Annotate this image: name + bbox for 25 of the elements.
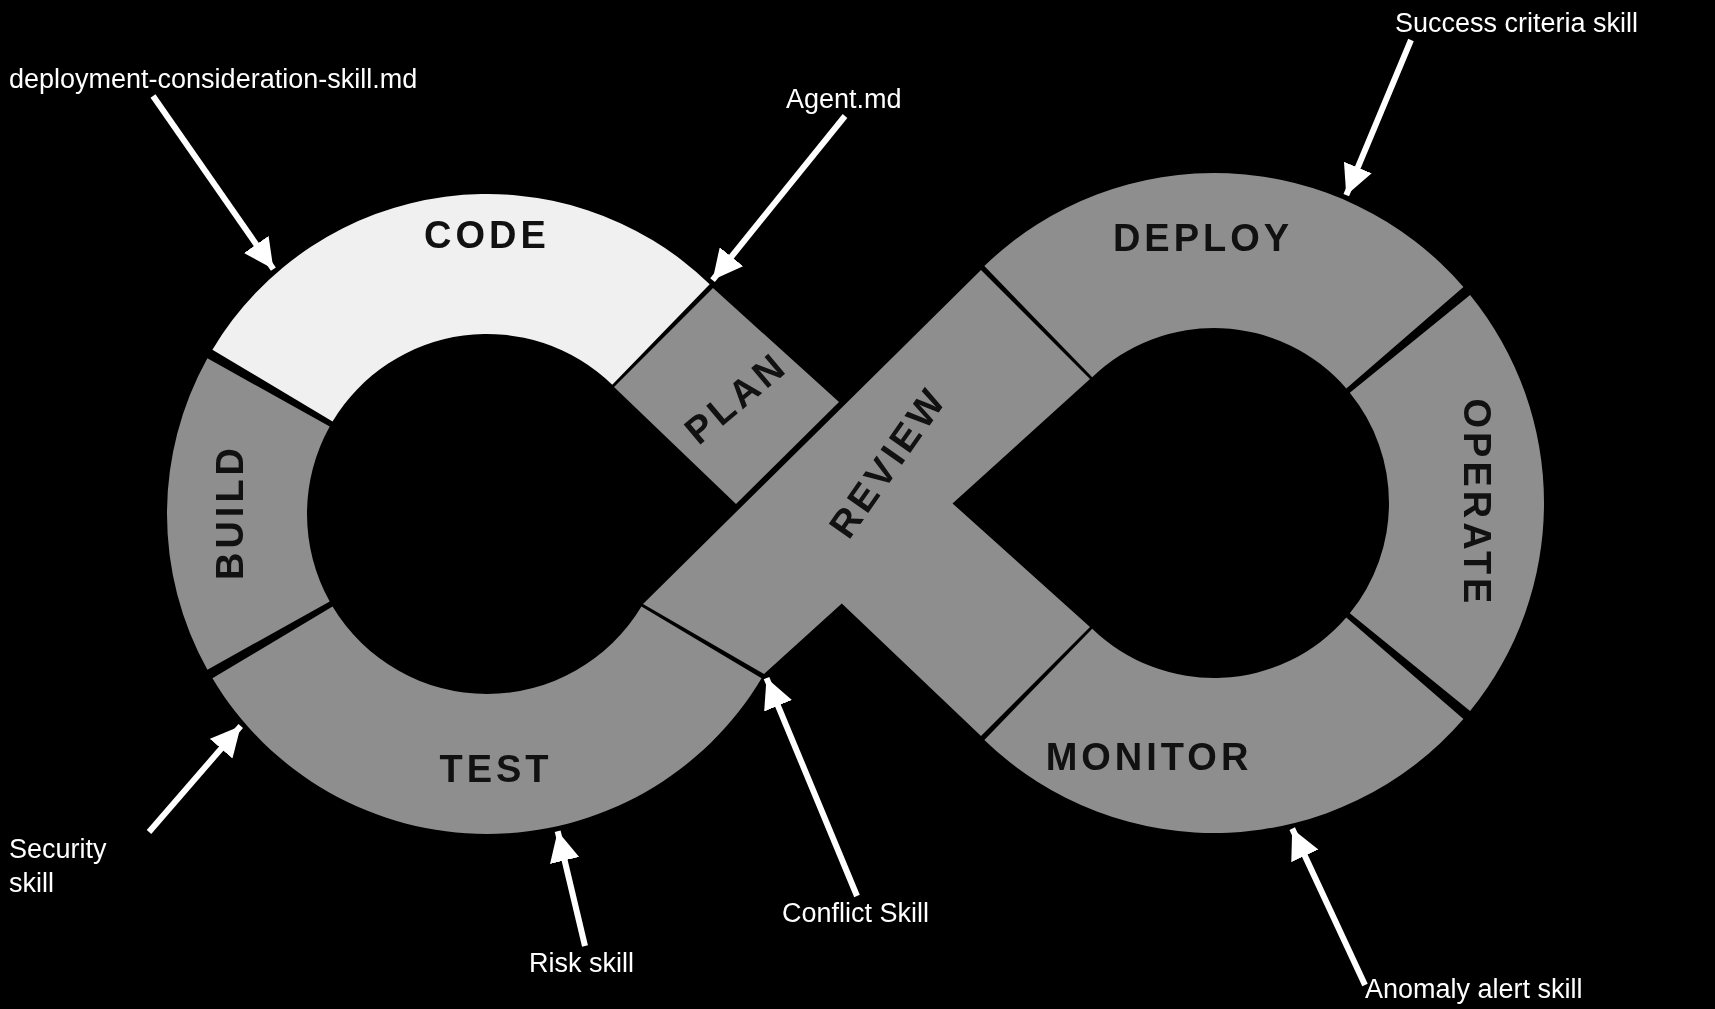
skill-label: Conflict Skill: [782, 896, 930, 930]
crossing-band: [643, 270, 1090, 736]
stage-label: TEST: [439, 748, 553, 790]
arrow: [1289, 827, 1368, 987]
ring-segment: [1349, 294, 1544, 712]
stage-label: CODE: [424, 214, 550, 256]
arrow: [1343, 38, 1414, 197]
ring-segment: [984, 173, 1464, 389]
file-label: deployment-consideration-skill.md: [9, 62, 418, 96]
file-label: Agent.md: [786, 82, 902, 116]
stage-label: DEPLOY: [1112, 217, 1294, 259]
arrow: [550, 830, 588, 947]
arrow: [763, 676, 860, 898]
skill-label: Success criteria skill: [1395, 6, 1639, 40]
stage-label: BUILD: [209, 443, 251, 581]
skill-label: Anomaly alert skill: [1365, 972, 1583, 1006]
skill-label: Risk skill: [529, 946, 634, 980]
ring-segment: [167, 358, 330, 670]
ring-segment: [984, 617, 1464, 833]
arrow: [146, 724, 243, 834]
stage-label: MONITOR: [1045, 736, 1253, 778]
stage-label: OPERATE: [1456, 398, 1498, 608]
arrow: [710, 114, 848, 282]
arrow: [150, 94, 276, 271]
skill-label: Security skill: [9, 832, 149, 900]
